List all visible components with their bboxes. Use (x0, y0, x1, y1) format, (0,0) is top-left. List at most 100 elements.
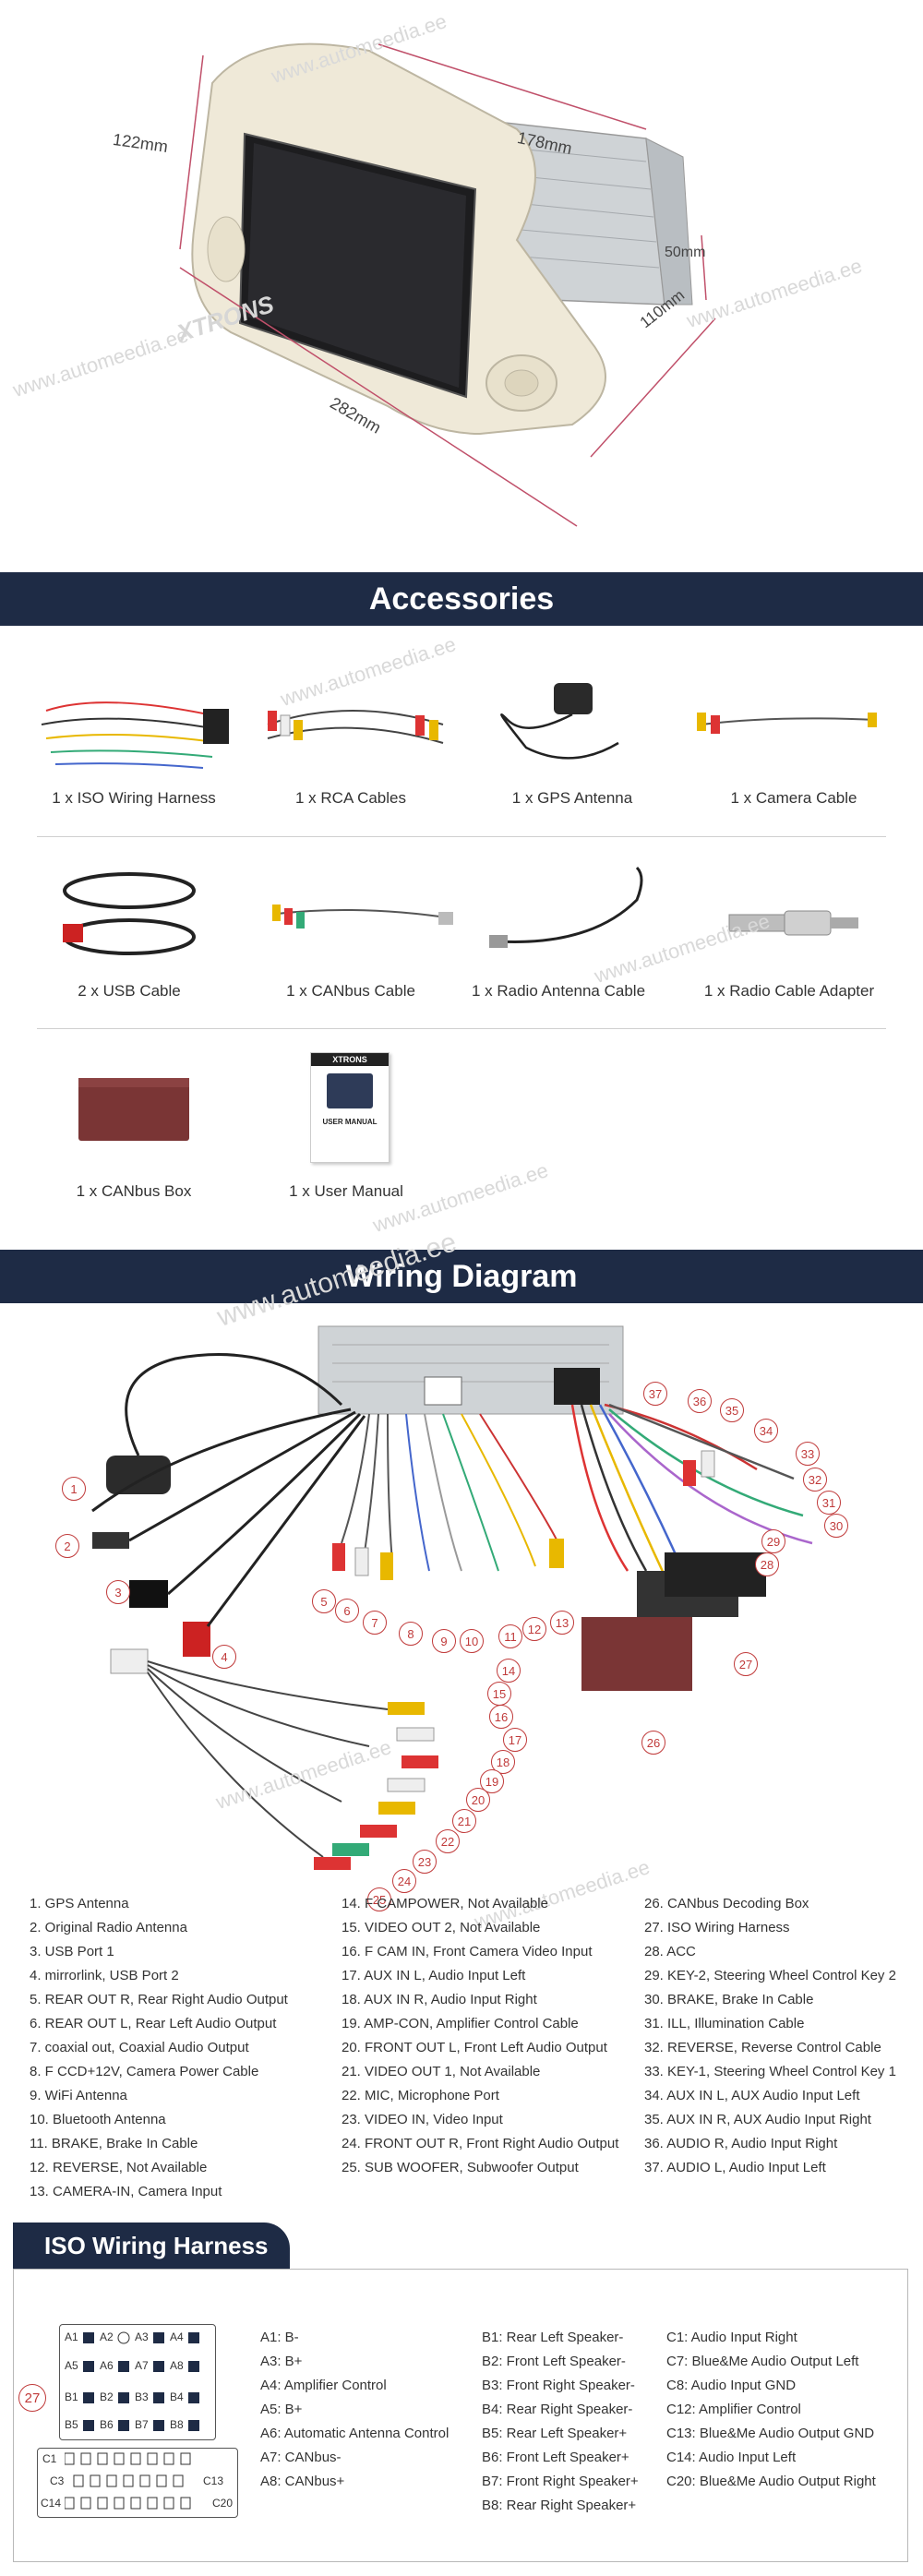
pin-a7: A7 (135, 2359, 149, 2372)
pin-a5: A5 (65, 2359, 78, 2372)
accessories-header: Accessories (0, 572, 923, 626)
callout-2: 2 (55, 1534, 79, 1558)
accessory-label: 2 x USB Cable (78, 982, 181, 1000)
gps-antenna-image (500, 683, 619, 760)
iso-pin-desc: B2: Front Left Speaker- (482, 2354, 626, 2369)
callout-26: 26 (641, 1731, 665, 1755)
legend-item: 23. VIDEO IN, Video Input (342, 2112, 503, 2127)
radio-antenna-cable-image (489, 866, 643, 948)
wiring-diagram-illustration (91, 1325, 813, 1870)
iso-pin-desc: C1: Audio Input Right (666, 2330, 797, 2345)
accessory-label: 1 x Camera Cable (730, 789, 857, 807)
pin-a1: A1 (65, 2330, 78, 2343)
iso-pin-desc: B5: Rear Left Speaker+ (482, 2426, 628, 2441)
product-image: 122mm 178mm 50mm 110mm 282mm www.automee… (0, 0, 923, 554)
callout-22: 22 (436, 1829, 460, 1853)
callout-8: 8 (399, 1622, 423, 1646)
iso-pin-desc: A6: Automatic Antenna Control (260, 2426, 450, 2441)
callout-11: 11 (498, 1624, 522, 1648)
callout-23: 23 (413, 1850, 437, 1874)
callout-1: 1 (62, 1477, 86, 1501)
accessory-label: 1 x User Manual (289, 1182, 403, 1200)
pin-b2: B2 (100, 2390, 114, 2403)
legend-item: 15. VIDEO OUT 2, Not Available (342, 1920, 541, 1935)
legend-item: 7. coaxial out, Coaxial Audio Output (30, 2040, 249, 2055)
accessory-label: 1 x GPS Antenna (511, 789, 633, 807)
pin-a3: A3 (135, 2330, 149, 2343)
legend-item: 10. Bluetooth Antenna (30, 2112, 166, 2127)
iso-pin-desc: C7: Blue&Me Audio Output Left (666, 2354, 859, 2369)
wiring-legend-col1: 1. GPS Antenna 2. Original Radio Antenna… (30, 1892, 288, 2204)
pin-b7: B7 (135, 2418, 149, 2431)
user-manual-image: XTRONS USER MANUAL (310, 1052, 390, 1163)
callout-10: 10 (460, 1629, 484, 1653)
iso-pin-desc: A4: Amplifier Control (260, 2378, 387, 2393)
legend-item: 4. mirrorlink, USB Port 2 (30, 1968, 179, 1983)
canbus-box-image (78, 1078, 189, 1141)
iso-pin-desc: C12: Amplifier Control (666, 2402, 801, 2417)
legend-item: 26. CANbus Decoding Box (644, 1896, 809, 1911)
iso-callout-27: 27 (18, 2384, 46, 2412)
legend-item: 18. AUX IN R, Audio Input Right (342, 1992, 537, 2007)
legend-item: 22. MIC, Microphone Port (342, 2088, 499, 2103)
legend-item: 28. ACC (644, 1944, 696, 1959)
callout-32: 32 (803, 1468, 827, 1492)
callout-5: 5 (312, 1589, 336, 1613)
callout-37: 37 (643, 1382, 667, 1406)
callout-27: 27 (734, 1652, 758, 1676)
wiring-legend-col3: 26. CANbus Decoding Box 27. ISO Wiring H… (644, 1892, 896, 2180)
legend-item: 34. AUX IN L, AUX Audio Input Left (644, 2088, 860, 2103)
usb-cable-image (63, 872, 196, 955)
legend-item: 30. BRAKE, Brake In Cable (644, 1992, 814, 2007)
iso-pin-desc: A8: CANbus+ (260, 2474, 345, 2489)
wiring-title: Wiring Diagram (345, 1258, 578, 1294)
callout-15: 15 (487, 1682, 511, 1706)
pin-b4: B4 (170, 2390, 184, 2403)
callout-25: 25 (367, 1887, 391, 1911)
legend-item: 8. F CCD+12V, Camera Power Cable (30, 2064, 259, 2079)
callout-13: 13 (550, 1611, 574, 1635)
legend-item: 11. BRAKE, Brake In Cable (30, 2136, 198, 2151)
accessory-label: 1 x CANbus Box (76, 1182, 192, 1200)
iso-connector-a (59, 2324, 216, 2440)
pin-c13: C13 (203, 2474, 224, 2487)
camera-cable-image (697, 713, 878, 734)
pin-a2: A2 (100, 2330, 114, 2343)
callout-36: 36 (688, 1389, 712, 1413)
legend-item: 6. REAR OUT L, Rear Left Audio Output (30, 2016, 277, 2031)
callout-34: 34 (754, 1419, 778, 1443)
callout-14: 14 (497, 1659, 521, 1683)
accessory-label: 1 x RCA Cables (295, 789, 406, 807)
head-unit-illustration (179, 42, 716, 527)
legend-item: 35. AUX IN R, AUX Audio Input Right (644, 2112, 871, 2127)
accessory-label: 1 x Radio Cable Adapter (703, 982, 875, 1000)
legend-item: 27. ISO Wiring Harness (644, 1920, 790, 1935)
rca-cables-image (267, 710, 444, 744)
pin-a6: A6 (100, 2359, 114, 2372)
legend-item: 16. F CAM IN, Front Camera Video Input (342, 1944, 593, 1959)
manual-cover-title: USER MANUAL (322, 1118, 378, 1126)
legend-item: 9. WiFi Antenna (30, 2088, 127, 2103)
legend-item: 21. VIDEO OUT 1, Not Available (342, 2064, 541, 2079)
iso-connector-c (37, 2448, 238, 2518)
legend-item: 31. ILL, Illumination Cable (644, 2016, 805, 2031)
callout-7: 7 (363, 1611, 387, 1635)
divider (37, 836, 886, 837)
legend-item: 36. AUDIO R, Audio Input Right (644, 2136, 838, 2151)
iso-pin-desc: B8: Rear Right Speaker+ (482, 2498, 637, 2513)
iso-pin-desc: A3: B+ (260, 2354, 303, 2369)
iso-pin-grid (83, 2331, 199, 2431)
callout-30: 30 (824, 1514, 848, 1538)
iso-pin-desc: C13: Blue&Me Audio Output GND (666, 2426, 875, 2441)
iso-pin-desc: C20: Blue&Me Audio Output Right (666, 2474, 876, 2489)
iso-pin-desc: A7: CANbus- (260, 2450, 342, 2465)
callout-29: 29 (761, 1529, 785, 1553)
iso-pin-desc: C8: Audio Input GND (666, 2378, 797, 2393)
iso-col-b: B1: Rear Left Speaker- B2: Front Left Sp… (482, 2326, 639, 2518)
legend-item: 14. F CAMPOWER, Not Available (342, 1896, 548, 1911)
legend-item: 1. GPS Antenna (30, 1896, 129, 1911)
divider (37, 1028, 886, 1029)
iso-pin-desc: B3: Front Right Speaker- (482, 2378, 635, 2393)
pin-c3: C3 (50, 2474, 65, 2487)
legend-item: 5. REAR OUT R, Rear Right Audio Output (30, 1992, 288, 2007)
